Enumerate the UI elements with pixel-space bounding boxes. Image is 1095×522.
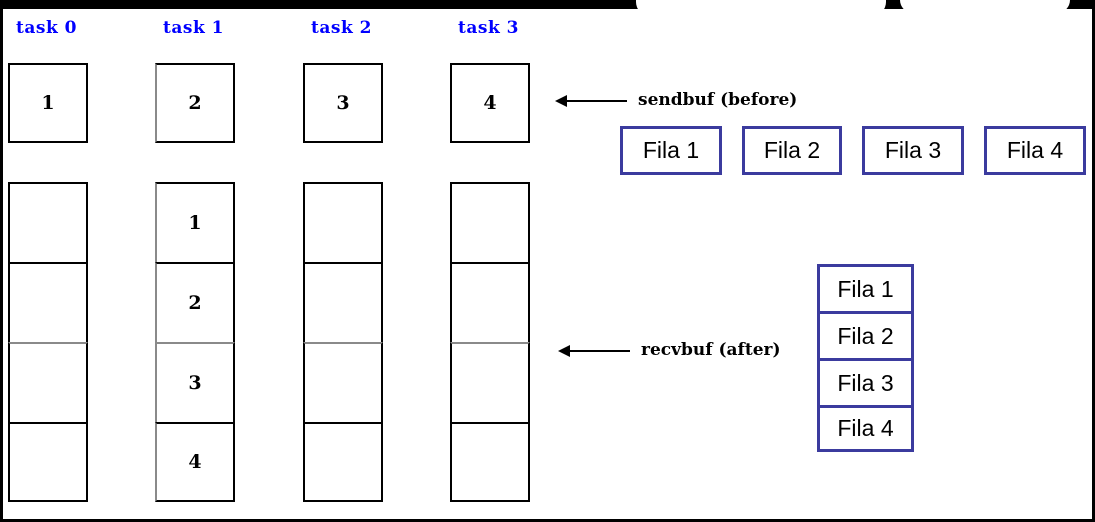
scan-artifact-bottom-edge bbox=[0, 519, 1095, 522]
recvbuf-cell bbox=[450, 422, 530, 502]
task-header-1: task 1 bbox=[163, 18, 224, 38]
sendbuf-cell-task1: 2 bbox=[155, 63, 235, 143]
sendbuf-cell-task2: 3 bbox=[303, 63, 383, 143]
fila-stack: Fila 1 Fila 2 Fila 3 Fila 4 bbox=[817, 264, 914, 452]
arrow-head-icon bbox=[558, 345, 570, 357]
recvbuf-label: recvbuf (after) bbox=[641, 340, 781, 360]
recvbuf-cell bbox=[8, 342, 88, 422]
recvbuf-cell: 1 bbox=[155, 182, 235, 262]
recvbuf-cell bbox=[303, 182, 383, 262]
task-header-3: task 3 bbox=[458, 18, 519, 38]
fila-stack-cell-2: Fila 2 bbox=[817, 311, 914, 358]
task-header-0: task 0 bbox=[16, 18, 77, 38]
fila-row-box-3: Fila 3 bbox=[862, 126, 964, 175]
arrow-line bbox=[563, 100, 627, 102]
recvbuf-column-task1: 1 2 3 4 bbox=[155, 182, 235, 502]
recvbuf-cell: 3 bbox=[155, 342, 235, 422]
scan-artifact-right-edge bbox=[1092, 0, 1095, 522]
recvbuf-cell bbox=[450, 262, 530, 342]
sendbuf-cell-task0: 1 bbox=[8, 63, 88, 143]
task-header-2: task 2 bbox=[311, 18, 372, 38]
recvbuf-cell bbox=[8, 262, 88, 342]
recvbuf-cell bbox=[303, 342, 383, 422]
arrow-head-icon bbox=[555, 95, 567, 107]
recvbuf-cell bbox=[450, 342, 530, 422]
recvbuf-cell: 4 bbox=[155, 422, 235, 502]
sendbuf-cell-task3: 4 bbox=[450, 63, 530, 143]
fila-stack-cell-3: Fila 3 bbox=[817, 358, 914, 405]
recvbuf-cell bbox=[8, 422, 88, 502]
fila-stack-cell-4: Fila 4 bbox=[817, 405, 914, 452]
recvbuf-column-task0 bbox=[8, 182, 88, 502]
arrow-line bbox=[566, 350, 630, 352]
sendbuf-arrow bbox=[555, 93, 627, 109]
scan-artifact-notch-left bbox=[636, 0, 886, 16]
scan-artifact-band bbox=[0, 0, 1095, 9]
fila-row-box-4: Fila 4 bbox=[984, 126, 1086, 175]
recvbuf-cell bbox=[450, 182, 530, 262]
fila-stack-cell-1: Fila 1 bbox=[817, 264, 914, 311]
scan-artifact-notch-right bbox=[900, 0, 1070, 13]
fila-row-box-2: Fila 2 bbox=[742, 126, 842, 175]
recvbuf-cell bbox=[8, 182, 88, 262]
fila-row-box-1: Fila 1 bbox=[620, 126, 722, 175]
recvbuf-column-task2 bbox=[303, 182, 383, 502]
recvbuf-cell bbox=[303, 262, 383, 342]
sendbuf-label: sendbuf (before) bbox=[638, 90, 798, 110]
recvbuf-cell: 2 bbox=[155, 262, 235, 342]
recvbuf-cell bbox=[303, 422, 383, 502]
recvbuf-column-task3 bbox=[450, 182, 530, 502]
recvbuf-arrow bbox=[558, 343, 630, 359]
scan-artifact-left-edge bbox=[0, 0, 3, 522]
